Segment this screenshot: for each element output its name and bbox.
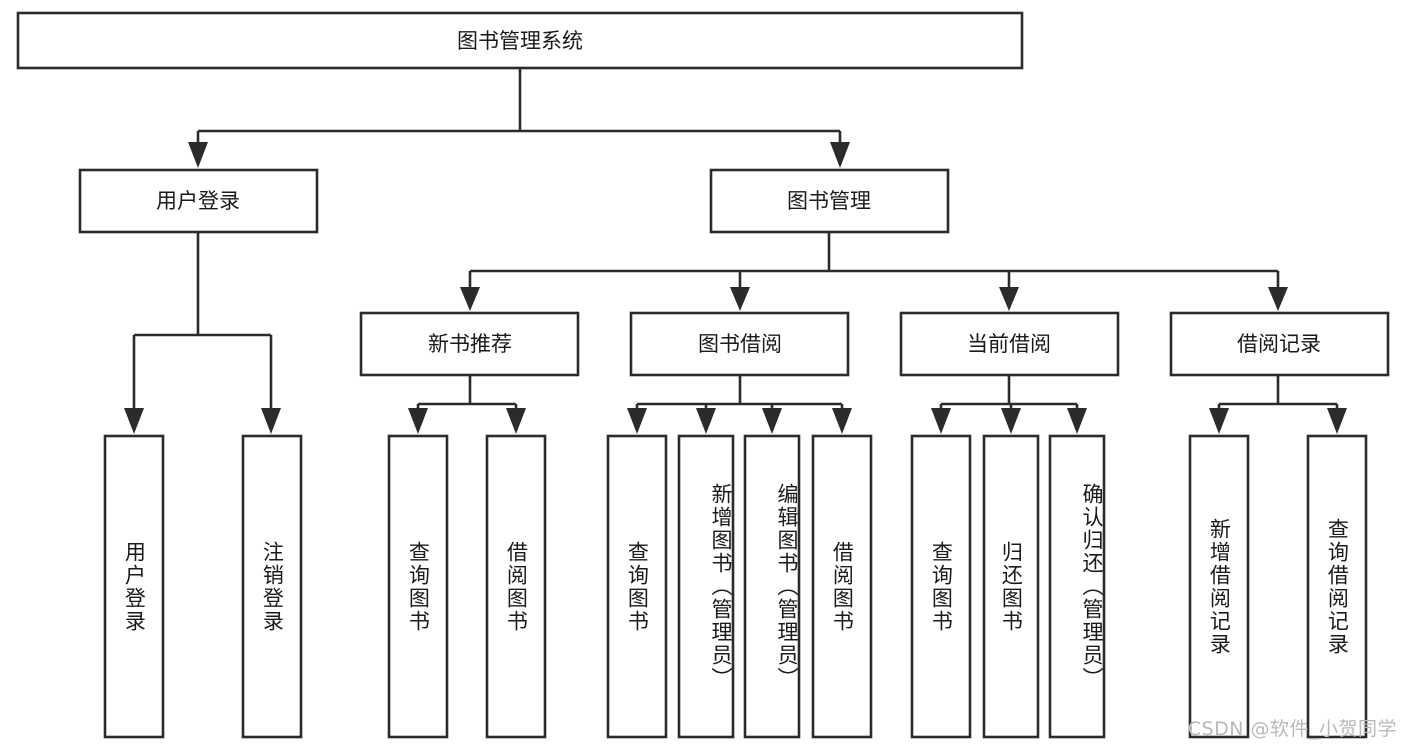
node-book-borrow[interactable]: 图书借阅 — [629, 311, 850, 377]
arrow-icon-record-leaf-1 — [1209, 408, 1229, 434]
node-new-book-recommend-label: 新书推荐 — [428, 332, 512, 356]
node-root-label: 图书管理系统 — [457, 29, 583, 53]
arrow-icon-book-child-4 — [1268, 287, 1288, 311]
leaf-box-borrow-book-recommend[interactable] — [485, 434, 547, 739]
arrow-icon-current-leaf-1 — [931, 408, 951, 434]
csdn-watermark: CSDN @软件_小贺同学 — [1187, 718, 1397, 740]
connector-group-current-borrow — [931, 375, 1087, 434]
leaf-box-return-book[interactable] — [982, 434, 1040, 739]
arrow-icon-root-to-book — [830, 142, 850, 168]
node-root-box[interactable] — [16, 11, 1024, 70]
node-book-borrow-box[interactable] — [629, 311, 850, 377]
leaf-box-logout[interactable] — [241, 434, 303, 739]
arrow-icon-newbook-leaf-2 — [506, 408, 526, 434]
node-book-management-box[interactable] — [709, 168, 950, 234]
node-borrow-record-label: 借阅记录 — [1237, 332, 1321, 356]
node-borrow-record[interactable]: 借阅记录 — [1169, 311, 1390, 377]
node-current-borrow-box[interactable] — [899, 311, 1120, 377]
leaf-box-group — [103, 434, 1368, 739]
leaf-box-query-book-borrow[interactable] — [606, 434, 668, 739]
arrow-icon-current-leaf-2 — [1001, 408, 1021, 434]
node-book-management-label: 图书管理 — [787, 189, 871, 213]
connector-group-book-borrow — [627, 375, 852, 434]
arrow-icon-user-leaf-1 — [124, 408, 144, 434]
leaf-box-confirm-return-admin[interactable] — [1048, 434, 1106, 739]
connector-group-user-login — [124, 232, 281, 434]
leaf-box-query-borrow-record[interactable] — [1306, 434, 1368, 739]
arrow-icon-newbook-leaf-1 — [408, 408, 428, 434]
connector-group-root — [188, 68, 850, 168]
node-borrow-record-box[interactable] — [1169, 311, 1390, 377]
leaf-box-edit-book-admin[interactable] — [743, 434, 801, 739]
leaf-box-borrow-book[interactable] — [811, 434, 873, 739]
node-book-borrow-label: 图书借阅 — [698, 332, 782, 356]
leaf-box-query-book-current[interactable] — [910, 434, 972, 739]
node-book-management[interactable]: 图书管理 — [709, 168, 950, 234]
leaf-box-add-borrow-record[interactable] — [1188, 434, 1250, 739]
arrow-icon-book-child-3 — [999, 287, 1019, 311]
leaf-box-query-book-recommend[interactable] — [387, 434, 449, 739]
arrow-icon-borrow-leaf-1 — [627, 408, 647, 434]
connector-group-borrow-record — [1209, 375, 1347, 434]
node-user-login-box[interactable] — [78, 168, 319, 234]
node-new-book-recommend-box[interactable] — [359, 311, 580, 377]
arrow-icon-borrow-leaf-4 — [832, 408, 852, 434]
arrow-icon-current-leaf-3 — [1067, 408, 1087, 434]
arrow-icon-borrow-leaf-3 — [762, 408, 782, 434]
node-root-system[interactable]: 图书管理系统 — [16, 11, 1024, 70]
node-user-login[interactable]: 用户登录 — [78, 168, 319, 234]
arrow-icon-record-leaf-2 — [1327, 408, 1347, 434]
arrow-icon-user-leaf-2 — [261, 408, 281, 434]
node-current-borrow-label: 当前借阅 — [967, 332, 1051, 356]
arrow-icon-book-child-2 — [730, 287, 750, 311]
arrow-icon-borrow-leaf-2 — [696, 408, 716, 434]
connector-group-book-management — [460, 232, 1288, 311]
connector-group-new-book-recommend — [408, 375, 526, 434]
leaf-box-user-login[interactable] — [103, 434, 165, 739]
node-current-borrow[interactable]: 当前借阅 — [899, 311, 1120, 377]
arrow-icon-book-child-1 — [460, 287, 480, 311]
node-user-login-label: 用户登录 — [156, 189, 240, 213]
arrow-icon-root-to-user — [188, 142, 208, 168]
node-new-book-recommend[interactable]: 新书推荐 — [359, 311, 580, 377]
leaf-box-add-book-admin[interactable] — [677, 434, 735, 739]
